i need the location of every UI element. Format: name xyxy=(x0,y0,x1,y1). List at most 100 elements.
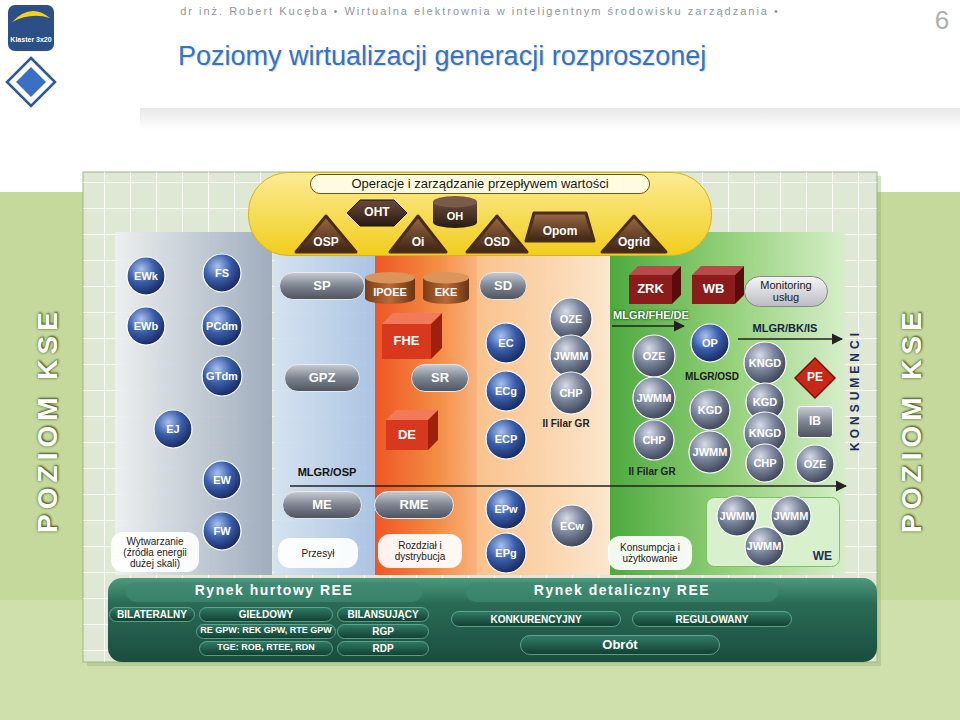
pill-shape xyxy=(283,492,362,519)
node-text: SP xyxy=(313,279,330,293)
energy-circle: EC xyxy=(485,322,527,364)
cube-side xyxy=(672,266,681,304)
market-item-shape xyxy=(200,641,333,655)
cube-box: ZRK xyxy=(629,266,681,304)
node-text: GTdm xyxy=(206,370,238,382)
node-text: EC xyxy=(498,337,513,349)
flow-arrow xyxy=(612,325,684,327)
node-text: ZRK xyxy=(637,282,664,296)
column-consumption xyxy=(610,232,845,575)
node-text: GPZ xyxy=(309,371,336,385)
energy-circle: PCdm xyxy=(201,305,243,347)
node-text: Opom xyxy=(543,225,578,238)
logo-diamond xyxy=(7,58,55,106)
market-item: TGE: ROB, RTEE, RDN xyxy=(199,641,333,656)
node-text: RE GPW: REK GPW, RTE GPW xyxy=(200,626,331,636)
cube-side xyxy=(428,410,438,450)
hexagon-shape xyxy=(347,200,407,226)
flow-arrow xyxy=(738,338,842,340)
node-text: ME xyxy=(312,498,332,512)
triangle-box: OSP xyxy=(294,214,358,254)
flow-label: MLGR/BK/IS xyxy=(753,322,818,334)
pillar-label: II Filar GR xyxy=(542,418,589,429)
circle-shape xyxy=(202,306,242,346)
side-title: POZIOM KSE xyxy=(33,307,64,533)
panel xyxy=(83,172,877,662)
market-item-shape xyxy=(452,612,621,627)
energy-circle: EPg xyxy=(485,532,527,574)
node-text: JWMM xyxy=(774,510,809,522)
energy-circle: EWk xyxy=(126,256,166,296)
node-text: EKE xyxy=(435,286,458,298)
circle-shape xyxy=(203,512,241,550)
market-item-shape xyxy=(338,641,429,655)
column-label-box: Rozdział i dystrybucja xyxy=(378,534,462,568)
circle-shape xyxy=(486,533,526,573)
logo-swoosh xyxy=(12,11,50,22)
circle-shape xyxy=(486,419,526,459)
market-item-shape xyxy=(200,607,333,621)
market-item-shape xyxy=(197,624,336,638)
node-text: OP xyxy=(702,337,718,349)
column-generation xyxy=(115,232,272,575)
energy-circle: KNGD xyxy=(743,341,787,385)
circle-shape xyxy=(550,298,592,340)
node-text: KGD xyxy=(698,404,722,416)
market-item: BILANSUJĄCY xyxy=(337,607,429,622)
circle-shape xyxy=(744,342,786,384)
market-item-shape xyxy=(110,607,195,621)
node-text: ECw xyxy=(560,520,584,532)
circle-shape xyxy=(689,431,731,473)
circle-shape xyxy=(127,307,165,345)
market-strip xyxy=(108,578,877,662)
market-item-shape xyxy=(338,607,429,621)
label-box-shape xyxy=(608,536,692,570)
node-text: KONKURENCYJNY xyxy=(490,614,581,625)
node-text: SR xyxy=(431,371,449,385)
diamond-box: PE xyxy=(794,357,836,399)
circle-shape xyxy=(203,461,241,499)
trapezoid-box: Opom xyxy=(524,211,596,243)
market-header-shape xyxy=(126,582,422,602)
flow-label: MLGR/OSD xyxy=(685,371,739,382)
energy-circle: KGD xyxy=(689,389,731,431)
market-item-shape xyxy=(521,636,720,655)
logo-diamond-inner xyxy=(15,66,47,98)
node-text: KGD xyxy=(753,396,777,408)
cylinder-box: SR xyxy=(411,364,469,392)
cylinder-box: SD xyxy=(479,272,527,300)
node-text: BILANSUJĄCY xyxy=(347,609,418,620)
triangle-box: Ogrid xyxy=(600,214,668,254)
node-text: WB xyxy=(703,282,725,296)
circle-shape xyxy=(127,257,165,295)
cylinder-box: RME xyxy=(374,491,454,519)
label-box-shape xyxy=(278,538,358,568)
cube-side xyxy=(735,266,744,304)
node-text: EPg xyxy=(495,547,516,559)
cylinder-box: EKE xyxy=(423,272,469,304)
node-text: JWMM xyxy=(554,350,589,362)
node-text: Wytwarzanie (źródła energii dużej skali) xyxy=(115,536,195,569)
node-text: FW xyxy=(213,525,230,537)
node-text: JWMM xyxy=(747,540,782,552)
logo-text: Klaster 3x20 xyxy=(10,36,51,44)
energy-circle: EWb xyxy=(126,306,166,346)
column-label-box: Wytwarzanie (źródła energii dużej skali) xyxy=(111,532,199,572)
node-text: EWb xyxy=(134,320,158,332)
column-transmission xyxy=(274,232,375,575)
column-label-box: Konsumpcja i użytkowanie xyxy=(608,536,692,570)
cube-front xyxy=(692,275,735,304)
circle-shape xyxy=(746,444,784,482)
energy-circle: JWMM xyxy=(688,430,732,474)
energy-circle: JWMM xyxy=(632,376,676,420)
circle-shape xyxy=(550,372,592,414)
green-band xyxy=(0,192,960,720)
node-text: FHE xyxy=(394,334,420,348)
market-band: Rynek hurtowy REEBILATERALNYGIEŁDOWYBILA… xyxy=(106,580,442,660)
circle-shape xyxy=(486,323,526,363)
node-text: WE xyxy=(813,550,832,563)
energy-circle: ECP xyxy=(485,418,527,460)
energy-circle: CHP xyxy=(549,371,593,415)
node-text: REGULOWANY xyxy=(676,614,749,625)
